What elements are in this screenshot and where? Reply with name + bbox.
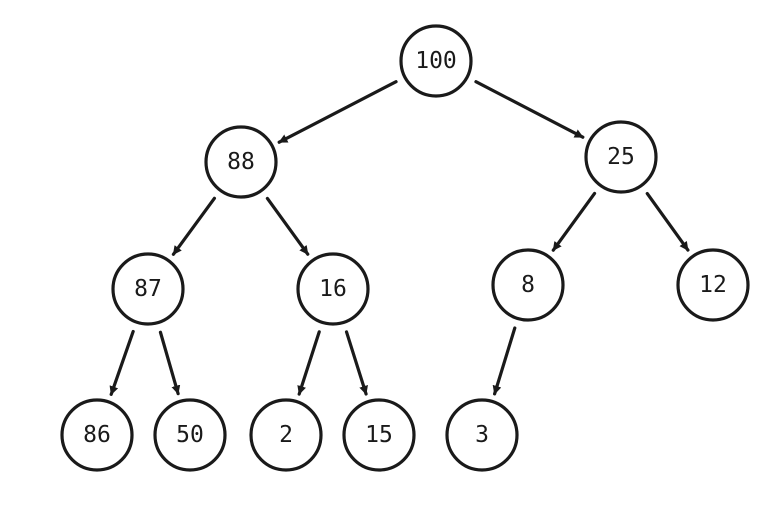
node-label: 3 xyxy=(475,422,489,448)
node-label: 12 xyxy=(699,272,727,298)
edge-n25-n8 xyxy=(551,191,597,252)
node-circle xyxy=(342,398,416,472)
tree-node-100: 100 xyxy=(399,24,473,98)
tree-node-15: 15 xyxy=(342,398,416,472)
node-circle xyxy=(249,398,323,472)
node-circle xyxy=(296,252,370,326)
edge-n88-n87 xyxy=(171,196,217,256)
edge-n8-n3 xyxy=(492,326,517,396)
node-circle xyxy=(60,398,134,472)
tree-node-86: 86 xyxy=(60,398,134,472)
node-circle xyxy=(399,24,473,98)
edge-n87-n50 xyxy=(158,330,181,396)
tree-node-88: 88 xyxy=(204,125,278,199)
tree-node-8: 8 xyxy=(491,248,565,322)
node-circle xyxy=(584,120,658,194)
tree-node-50: 50 xyxy=(153,398,227,472)
tree-node-2: 2 xyxy=(249,398,323,472)
node-circle xyxy=(445,398,519,472)
node-label: 100 xyxy=(415,48,457,74)
node-label: 87 xyxy=(134,276,162,302)
edge-n16-n2 xyxy=(297,330,321,396)
node-label: 88 xyxy=(227,149,255,175)
node-label: 86 xyxy=(83,422,111,448)
node-label: 16 xyxy=(319,276,347,302)
node-label: 50 xyxy=(176,422,204,448)
tree-node-3: 3 xyxy=(445,398,519,472)
node-label: 15 xyxy=(365,422,393,448)
node-circle xyxy=(676,248,750,322)
edge-n100-n25 xyxy=(474,80,585,139)
edge-n87-n86 xyxy=(109,329,135,397)
node-circle xyxy=(111,252,185,326)
tree-node-16: 16 xyxy=(296,252,370,326)
edge-n88-n16 xyxy=(265,196,310,256)
edge-n25-n12 xyxy=(645,191,690,252)
tree-node-87: 87 xyxy=(111,252,185,326)
node-label: 8 xyxy=(521,272,535,298)
node-circle xyxy=(153,398,227,472)
node-circle xyxy=(204,125,278,199)
edges-layer xyxy=(109,80,690,397)
node-circle xyxy=(491,248,565,322)
tree-node-12: 12 xyxy=(676,248,750,322)
tree-node-25: 25 xyxy=(584,120,658,194)
edge-n100-n88 xyxy=(277,80,398,144)
node-label: 2 xyxy=(279,422,293,448)
nodes-layer: 100 88 25 87 16 8 12 86 50 2 15 3 xyxy=(60,24,750,472)
node-label: 25 xyxy=(607,144,635,170)
edge-n16-n15 xyxy=(344,330,368,396)
